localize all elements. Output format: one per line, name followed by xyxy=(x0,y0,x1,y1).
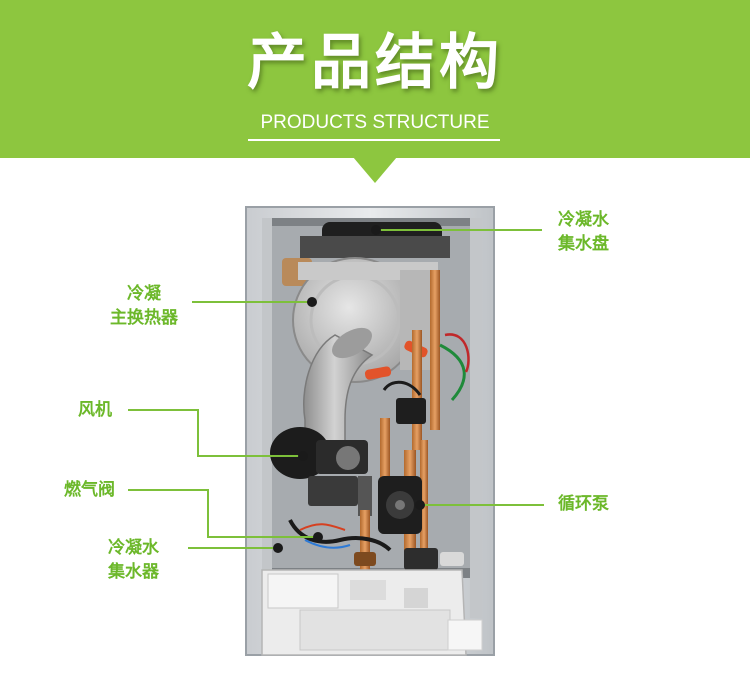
label-gas-valve-line1: 燃气阀 xyxy=(64,480,115,500)
label-condensate-collector-line1: 冷凝水 xyxy=(108,538,159,558)
callout-dot-tray xyxy=(371,225,381,235)
label-pump: 循环泵 xyxy=(558,492,609,516)
label-condensate-collector-line2: 集水器 xyxy=(108,562,159,582)
label-condensate-collector: 冷凝水 集水器 xyxy=(108,536,159,584)
page-title: 产品结构 xyxy=(247,28,503,98)
banner-pointer xyxy=(353,157,397,183)
callout-dot-collector xyxy=(273,543,283,553)
label-condensate-tray: 冷凝水 集水盘 xyxy=(558,208,609,256)
label-heat-exchanger-line2: 主换热器 xyxy=(110,308,178,328)
label-gas-valve: 燃气阀 xyxy=(64,478,115,502)
callout-dot-heat-exchanger xyxy=(307,297,317,307)
callout-line-gas-valve xyxy=(128,489,318,538)
label-condensate-tray-line1: 冷凝水 xyxy=(558,210,609,230)
label-pump-line1: 循环泵 xyxy=(558,494,609,514)
callout-dot-pump xyxy=(415,500,425,510)
subtitle-underline xyxy=(248,139,500,141)
header-banner xyxy=(0,0,750,158)
callout-dot-gas-valve xyxy=(313,532,323,542)
label-fan-line1: 风机 xyxy=(78,400,112,420)
label-condensate-tray-line2: 集水盘 xyxy=(558,234,609,254)
callout-line-fan xyxy=(128,409,303,457)
label-heat-exchanger: 冷凝 主换热器 xyxy=(98,282,190,330)
label-heat-exchanger-line1: 冷凝 xyxy=(127,284,161,304)
gas-valve-shape xyxy=(308,476,358,506)
page-subtitle: PRODUCTS STRUCTURE xyxy=(260,112,490,133)
callout-dot-fan xyxy=(298,451,308,461)
label-fan: 风机 xyxy=(78,398,112,422)
